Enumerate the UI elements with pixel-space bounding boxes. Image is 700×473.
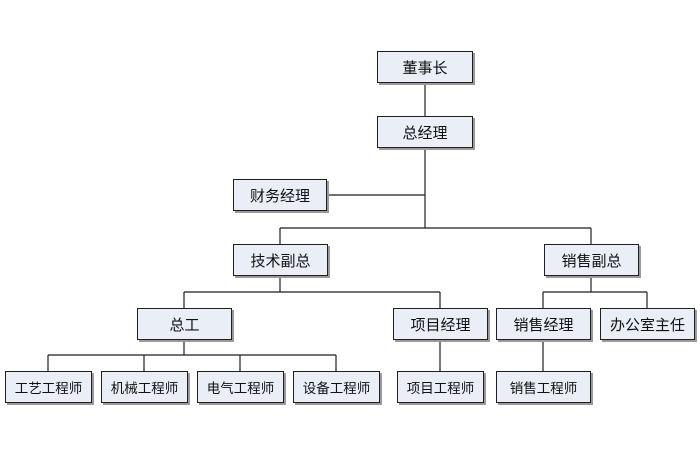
node-chairman: 董事长 — [377, 51, 473, 83]
node-project-engineer: 项目工程师 — [397, 371, 484, 403]
node-finance-manager: 财务经理 — [233, 179, 327, 211]
node-general-manager: 总经理 — [377, 116, 473, 148]
node-process-engineer: 工艺工程师 — [5, 371, 92, 403]
node-sales-vp: 销售副总 — [544, 244, 639, 276]
node-project-manager: 项目经理 — [393, 308, 488, 340]
node-office-director: 办公室主任 — [600, 308, 695, 340]
node-sales-manager: 销售经理 — [496, 308, 591, 340]
node-equipment-engineer: 设备工程师 — [293, 371, 380, 403]
node-chief-engineer: 总工 — [137, 308, 232, 340]
node-sales-engineer: 销售工程师 — [496, 371, 591, 403]
node-mechanical-engineer: 机械工程师 — [101, 371, 188, 403]
node-tech-vp: 技术副总 — [233, 244, 328, 276]
node-electrical-engineer: 电气工程师 — [197, 371, 284, 403]
